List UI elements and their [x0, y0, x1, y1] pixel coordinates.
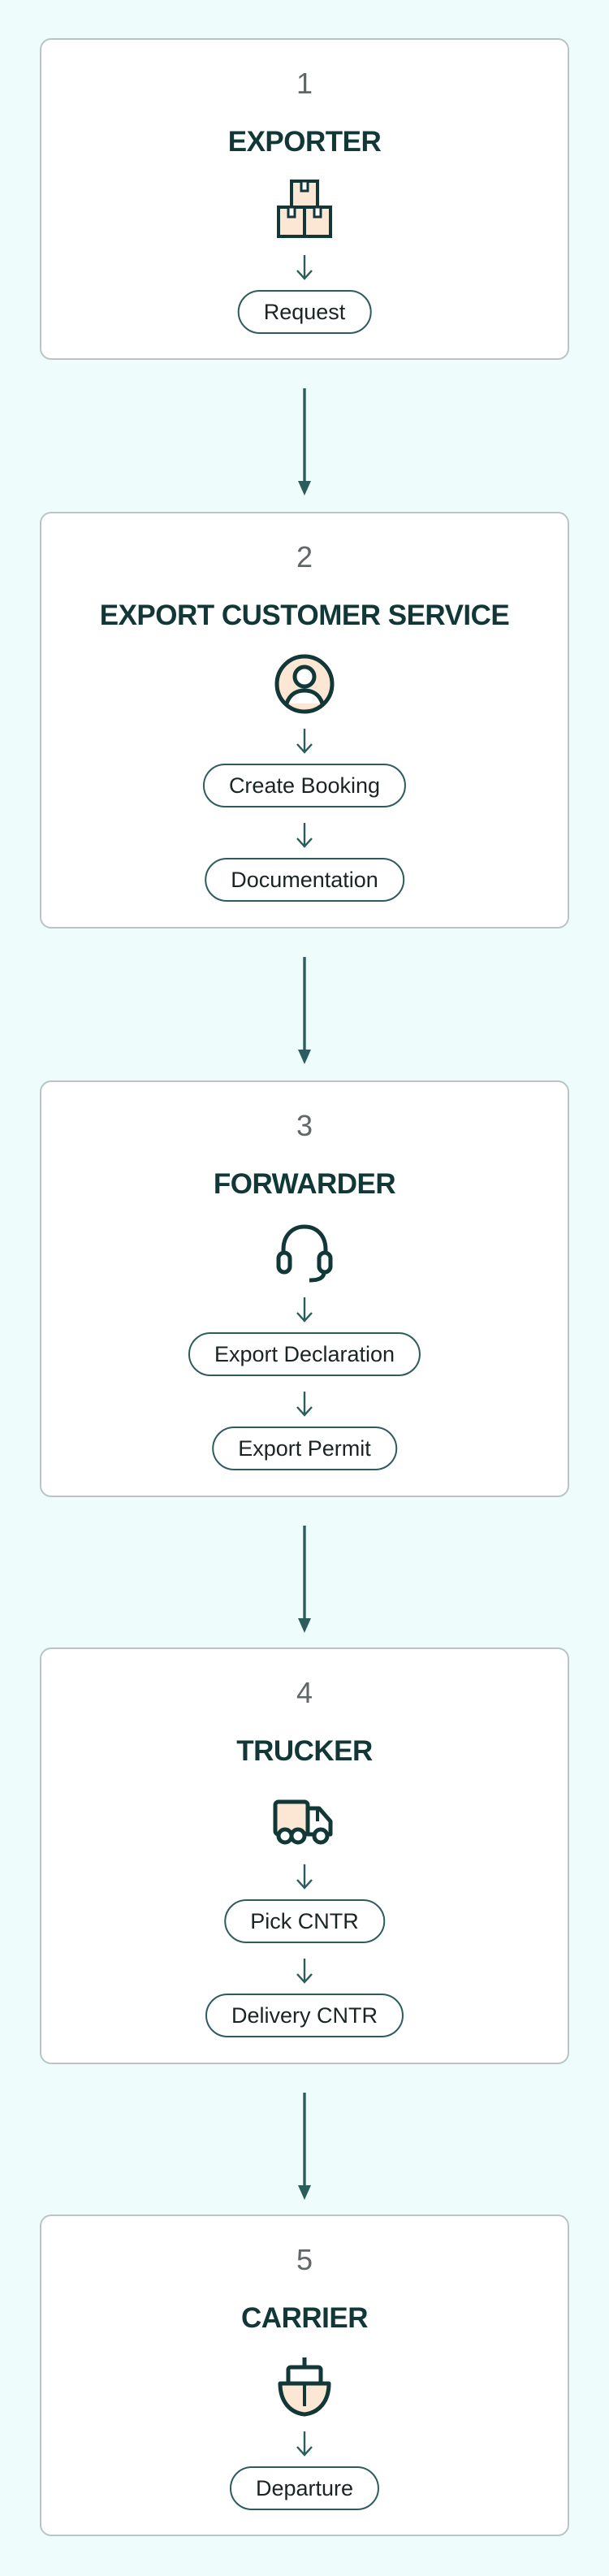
arrow-down-icon — [295, 820, 314, 850]
flow-arrow — [295, 957, 314, 1066]
ship-icon — [272, 2354, 337, 2419]
step-number: 4 — [296, 1676, 313, 1709]
arrow-down-icon — [295, 253, 314, 282]
action-request: Request — [237, 290, 372, 334]
flow-arrow — [295, 388, 314, 497]
flow-arrow — [295, 2093, 314, 2202]
step-number: 1 — [296, 67, 313, 100]
user-icon — [272, 652, 337, 717]
step-number: 2 — [296, 540, 313, 574]
step-title: EXPORTER — [227, 126, 382, 158]
arrow-down-icon — [295, 1295, 314, 1324]
action-create-booking: Create Booking — [202, 764, 407, 807]
flow-arrow — [295, 1526, 314, 1634]
arrow-down-icon — [295, 726, 314, 755]
action-documentation: Documentation — [205, 858, 404, 902]
step-title: FORWARDER — [213, 1168, 396, 1200]
step-card-forwarder: 3 FORWARDER Export Declaration Export Pe… — [40, 1080, 569, 1497]
step-title: TRUCKER — [236, 1735, 373, 1767]
truck-icon — [272, 1787, 337, 1852]
step-card-export-customer-service: 2 EXPORT CUSTOMER SERVICE Create Booking… — [40, 512, 569, 929]
step-title: CARRIER — [241, 2302, 368, 2334]
action-departure: Departure — [229, 2466, 380, 2510]
step-card-exporter: 1 EXPORTER Request — [40, 38, 569, 360]
headset-icon — [272, 1220, 337, 1285]
boxes-icon — [272, 178, 337, 243]
step-card-trucker: 4 TRUCKER Pick CNTR Delivery CNTR — [40, 1647, 569, 2064]
arrow-down-icon — [295, 2429, 314, 2458]
step-card-carrier: 5 CARRIER Departure — [40, 2214, 569, 2536]
step-number: 3 — [296, 1109, 313, 1142]
action-export-declaration: Export Declaration — [188, 1332, 421, 1376]
step-title: EXPORT CUSTOMER SERVICE — [99, 600, 510, 631]
action-pick-cntr: Pick CNTR — [224, 1899, 385, 1943]
arrow-down-icon — [295, 1956, 314, 1985]
arrow-down-icon — [295, 1862, 314, 1891]
arrow-down-icon — [295, 1389, 314, 1418]
action-delivery-cntr: Delivery CNTR — [205, 1994, 404, 2037]
action-export-permit: Export Permit — [212, 1427, 397, 1470]
step-number: 5 — [296, 2243, 313, 2276]
